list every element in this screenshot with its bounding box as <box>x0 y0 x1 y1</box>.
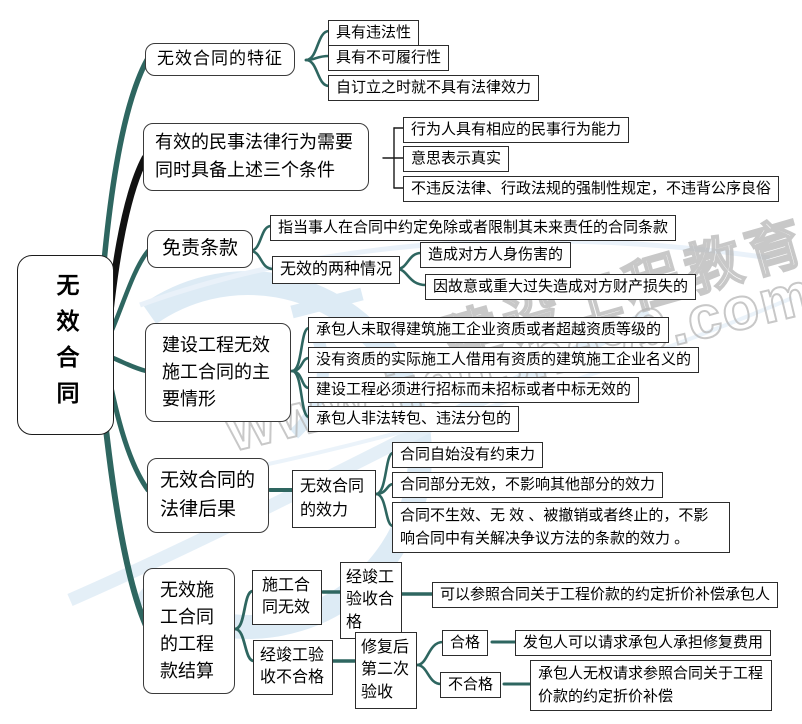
leaf-node[interactable]: 发包人可以请求承包人承担修复费用 <box>515 630 772 657</box>
leaf-node[interactable]: 不违反法律、行政法规的强制性规定，不违背公序良俗 <box>403 176 780 203</box>
leaf-node[interactable]: 承包人未取得建筑施工企业资质或者超越资质等级的 <box>308 317 670 344</box>
leaf-node[interactable]: 可以参照合同关于工程价款的约定折价补偿承包人 <box>432 582 779 609</box>
sub-node-acceptance-passed[interactable]: 经竣工验收合格 <box>340 562 402 640</box>
leaf-node[interactable]: 合同部分无效，不影响其他部分的效力 <box>392 472 664 499</box>
leaf-node[interactable]: 行为人具有相应的民事行为能力 <box>403 117 630 144</box>
sub-node-second-acceptance[interactable]: 修复后第二次验收 <box>355 632 417 710</box>
leaf-node[interactable]: 建设工程必须进行招标而未招标或者中标无效的 <box>308 377 640 404</box>
leaf-node[interactable]: 造成对方人身伤害的 <box>420 242 572 269</box>
root-node-label: 无效合同 <box>53 273 80 417</box>
leaf-node[interactable]: 没有资质的实际施工人借用有资质的建筑施工企业名义的 <box>308 347 700 374</box>
leaf-node[interactable]: 具有不可履行性 <box>328 45 450 72</box>
leaf-node[interactable]: 意思表示真实 <box>403 146 510 173</box>
leaf-node[interactable]: 承包人非法转包、违法分包的 <box>308 406 520 433</box>
leaf-node[interactable]: 具有违法性 <box>328 20 420 47</box>
leaf-node[interactable]: 合同不生效、无 效 、被撤销或者终止的，不影响合同中有关解决争议方法的条款的效力… <box>392 502 730 553</box>
branch-node-invalid-construction-contract-cases[interactable]: 建设工程无效施工合同的主要情形 <box>145 323 291 422</box>
leaf-node[interactable]: 指当事人在合同中约定免除或者限制其未来责任的合同条款 <box>270 215 677 242</box>
branch-node-payment-settlement[interactable]: 无效施工合同的工程款结算 <box>143 568 235 694</box>
branch-node-legal-consequences[interactable]: 无效合同的法律后果 <box>147 458 269 533</box>
branch-node-exemption-clause[interactable]: 免责条款 <box>147 230 254 268</box>
sub-node-two-invalid-cases[interactable]: 无效的两种情况 <box>272 256 401 284</box>
leaf-node[interactable]: 自订立之时就不具有法律效力 <box>328 75 540 102</box>
sub-node-fail[interactable]: 不合格 <box>440 672 502 699</box>
sub-node-acceptance-failed[interactable]: 经竣工验收不合格 <box>253 640 333 695</box>
sub-node-contract-effect[interactable]: 无效合同的效力 <box>292 470 376 528</box>
branch-node-valid-conditions[interactable]: 有效的民事法律行为需要同时具备上述三个条件 <box>143 123 369 191</box>
root-node[interactable]: 无效合同 <box>17 255 114 435</box>
sub-node-pass[interactable]: 合格 <box>442 630 489 657</box>
sub-node-contract-invalid[interactable]: 施工合同无效 <box>252 570 322 625</box>
branch-node-features[interactable]: 无效合同的特征 <box>145 43 295 76</box>
leaf-node[interactable]: 承包人无权请求参照合同关于工程价款的约定折价补偿 <box>530 660 772 711</box>
leaf-node[interactable]: 因故意或重大过失造成对方财产损失的 <box>425 274 697 301</box>
leaf-node[interactable]: 合同自始没有约束力 <box>392 442 544 469</box>
